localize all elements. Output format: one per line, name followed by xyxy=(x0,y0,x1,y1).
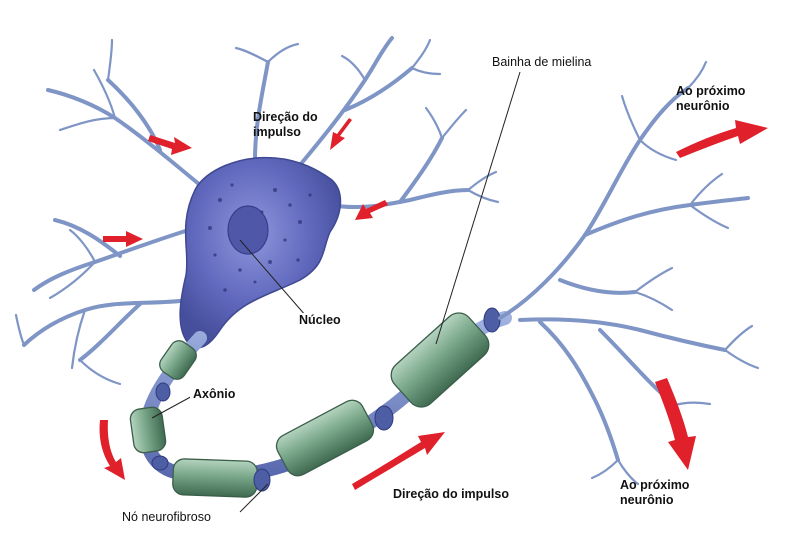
nodes-of-ranvier xyxy=(151,307,501,492)
impulse-direction-label-top: Direção do impulso xyxy=(253,110,318,139)
myelin-segment xyxy=(159,340,197,380)
myelin-segment xyxy=(172,458,258,498)
nucleus xyxy=(227,205,269,255)
arrow-icon xyxy=(655,378,696,470)
arrow-icon xyxy=(330,118,352,150)
nissl-granules xyxy=(208,183,312,292)
node xyxy=(483,307,501,333)
myelin-sheath xyxy=(129,312,490,498)
node xyxy=(155,382,171,402)
myelin-sheath-label: Bainha de mielina xyxy=(492,55,592,69)
node xyxy=(253,468,271,492)
arrow-icon xyxy=(352,432,445,490)
node-of-ranvier-label: Nó neurofibroso xyxy=(122,510,211,524)
dendrites xyxy=(14,36,500,386)
next-neuron-label-top: Ao próximo neurônio xyxy=(676,84,746,113)
arrow-icon xyxy=(103,231,143,247)
arrow-icon xyxy=(355,200,388,220)
leader-lines xyxy=(151,71,521,513)
cell-body xyxy=(179,156,342,349)
node xyxy=(151,455,169,471)
myelin-segment xyxy=(129,406,167,454)
impulse-arrows xyxy=(99,118,768,490)
axon-terminals xyxy=(498,60,760,486)
node xyxy=(374,405,394,431)
arrow-icon xyxy=(676,120,768,158)
myelin-segment xyxy=(275,399,375,477)
myelin-segment xyxy=(390,312,490,408)
impulse-direction-label-bottom: Direção do impulso xyxy=(390,487,571,502)
nucleus-label: Núcleo xyxy=(296,313,392,328)
arrow-icon xyxy=(148,135,192,155)
arrow-icon xyxy=(99,420,125,480)
axon-label: Axônio xyxy=(190,387,321,402)
next-neuron-label-bottom: Ao próximo neurônio xyxy=(620,478,690,507)
